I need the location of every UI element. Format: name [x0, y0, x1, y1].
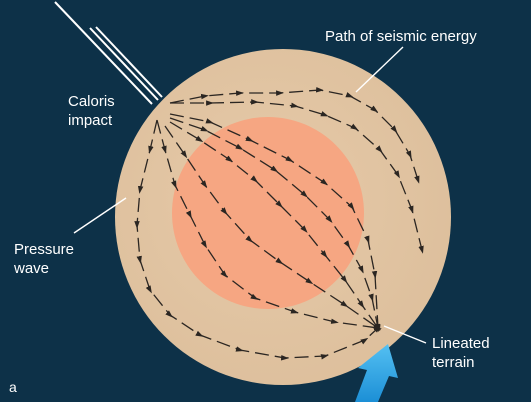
path-of-seismic-energy-label: Path of seismic energy	[325, 28, 477, 45]
caloris-impact-label-line1: Caloris	[68, 93, 115, 110]
incoming-wave-arrow	[355, 344, 398, 402]
pressure-wave-label: Pressure wave	[14, 240, 74, 278]
planet-core	[172, 117, 364, 309]
caloris-impact-label-line2: impact	[68, 112, 113, 129]
impactor-streaks	[54, 1, 163, 105]
caloris-impact-label: Caloris impact	[68, 92, 115, 130]
panel-letter: a	[9, 379, 17, 395]
pressure-wave-label-line2: wave	[14, 260, 50, 277]
pressure-wave-label-line1: Pressure	[14, 241, 75, 258]
lineated-terrain-label: Lineated terrain	[432, 334, 490, 372]
lineated-terrain-label-line1: Lineated	[432, 335, 490, 352]
leader-lines	[73, 46, 427, 344]
lineated-terrain-label-line2: terrain	[432, 354, 475, 371]
seismic-wave-paths	[134, 87, 424, 361]
